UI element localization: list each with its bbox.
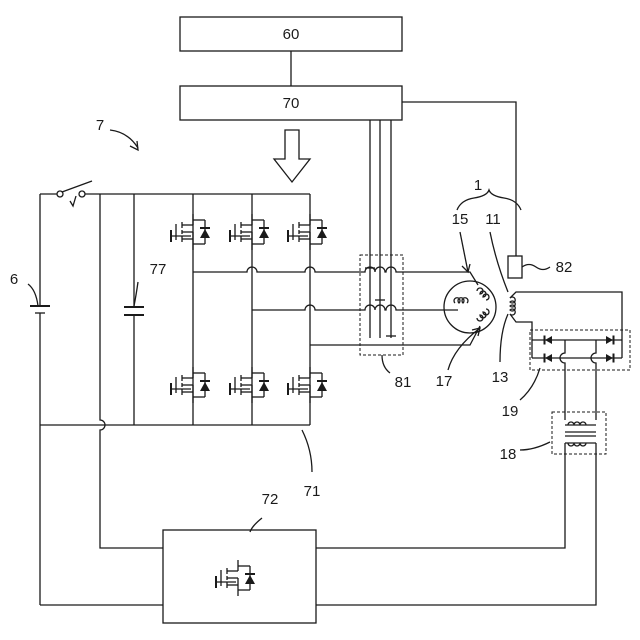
field-lead-bottom — [510, 314, 532, 340]
rect-out-b — [591, 340, 596, 420]
label-72: 72 — [262, 491, 279, 508]
field-coil-icon — [510, 297, 515, 315]
label-1: 1 — [474, 177, 482, 194]
wire-to-72 — [100, 194, 163, 548]
label-15: 15 — [452, 211, 469, 228]
stator-coil-2-icon — [477, 288, 489, 300]
wire-70-82 — [402, 102, 516, 256]
leaders — [28, 130, 550, 532]
label-18: 18 — [500, 446, 517, 463]
rectifier-19 — [530, 330, 630, 370]
rect-out-a — [560, 340, 565, 420]
battery-6 — [30, 194, 50, 605]
label-17: 17 — [436, 373, 453, 390]
capacitor-77 — [124, 194, 144, 425]
signal-arrow-icon — [274, 130, 310, 182]
wire-18-72-b — [316, 443, 596, 605]
field-lead-top — [510, 292, 622, 340]
chopper-72 — [163, 530, 316, 623]
wire-18-72-a — [316, 443, 565, 548]
label-82: 82 — [556, 259, 573, 276]
label-71: 71 — [304, 483, 321, 500]
label-11: 11 — [485, 211, 501, 228]
phase-v — [252, 305, 458, 310]
phase-u — [193, 267, 478, 285]
main-switch — [40, 181, 310, 206]
label-70: 70 — [283, 95, 300, 112]
stator-coil-3-icon — [477, 309, 489, 321]
label-7: 7 — [96, 117, 104, 134]
label-60: 60 — [283, 26, 300, 43]
label-6: 6 — [10, 271, 18, 288]
label-13: 13 — [492, 369, 509, 386]
label-81: 81 — [395, 374, 412, 391]
transformer-18 — [552, 412, 606, 454]
label-19: 19 — [502, 403, 519, 420]
label-77: 77 — [150, 261, 167, 278]
stator-coil-icon — [454, 298, 468, 303]
sensor-82 — [508, 256, 522, 278]
leader-82 — [522, 265, 550, 270]
